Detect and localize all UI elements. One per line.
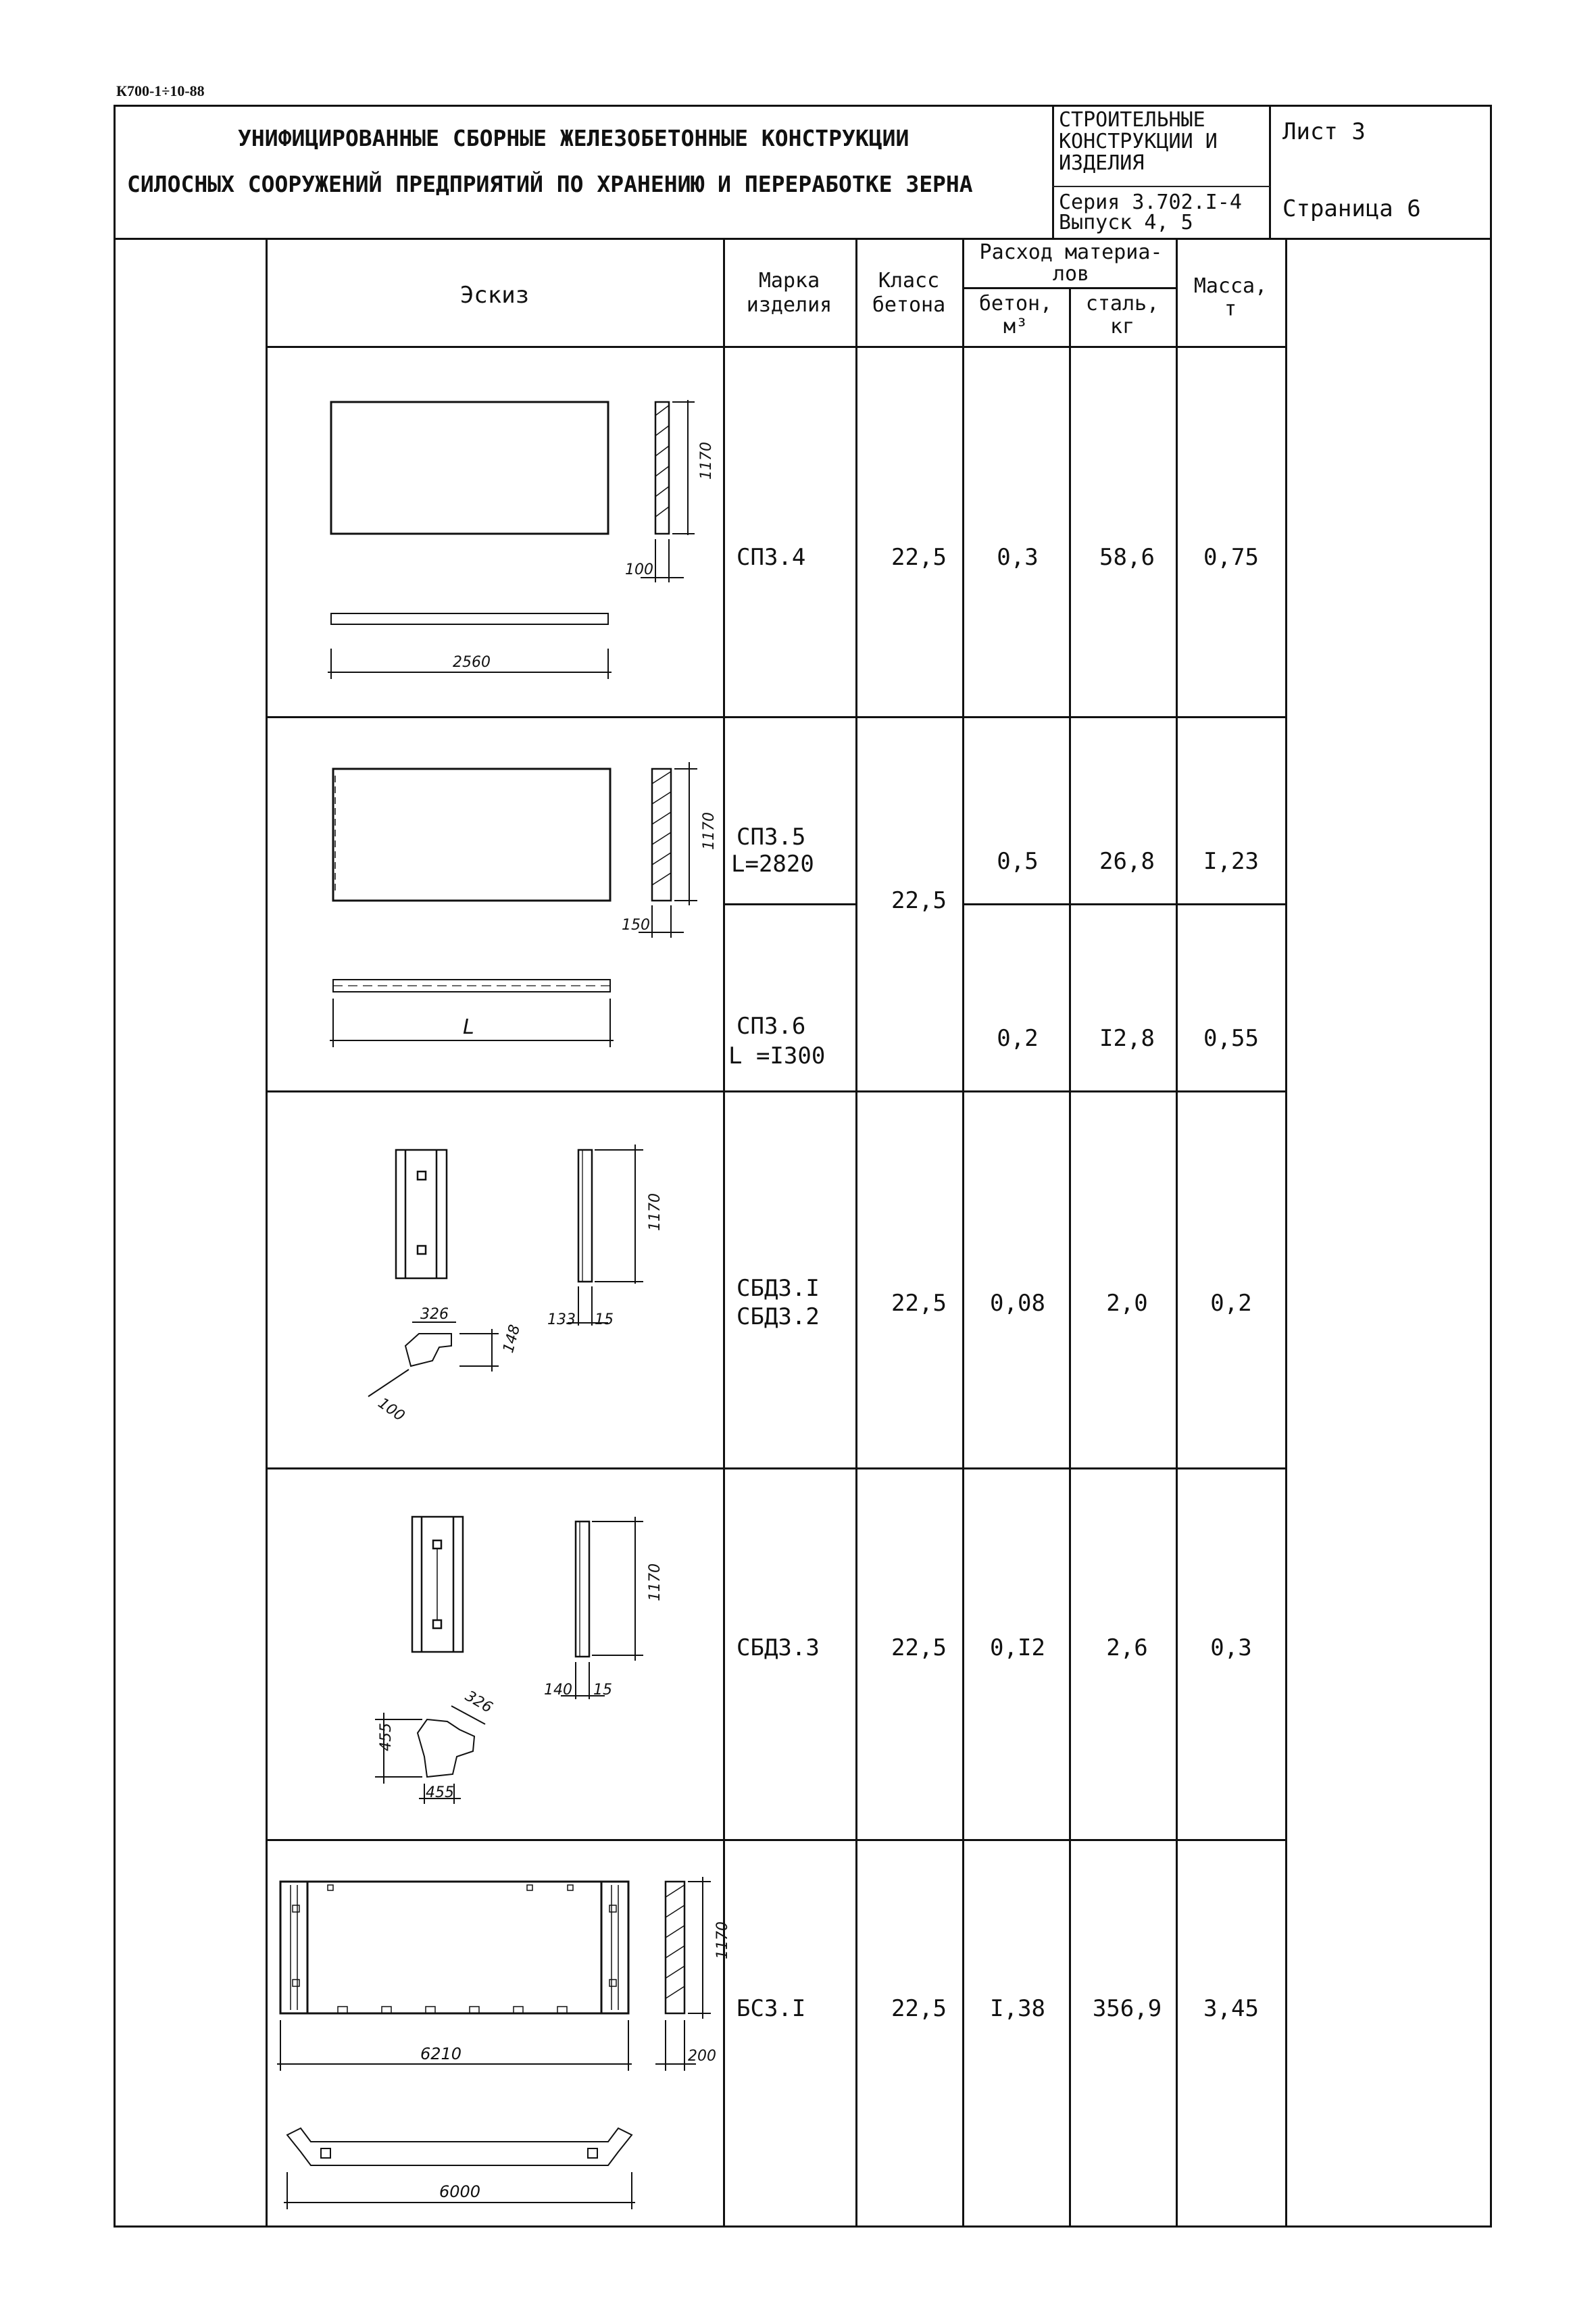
row-mass: 0,2 <box>1210 1290 1252 1317</box>
dim-a: 133 <box>547 1311 576 1328</box>
row-mark: БСЗ.I <box>737 1995 806 2022</box>
category-line-1: СТРОИТЕЛЬНЫЕ <box>1059 108 1205 132</box>
row-mark: СБДЗ.3 <box>737 1634 820 1661</box>
col-class-header-1: Класс <box>878 269 940 293</box>
category-line-3: ИЗДЕЛИЯ <box>1059 151 1145 175</box>
row-steel-mass: 2,0 <box>1106 1290 1148 1317</box>
dim-width: 326 <box>462 1688 495 1717</box>
dim-height: 1170 <box>698 442 715 480</box>
dim-width: 326 <box>420 1306 449 1323</box>
sketch-beam-bs31: 1170 6210 200 6000 <box>270 1844 731 2223</box>
sheet-label: Лист 3 <box>1282 118 1366 145</box>
row-mark: СПЗ.5 <box>737 824 806 851</box>
dim-b: 15 <box>593 1682 612 1699</box>
row-mark-2: СБДЗ.2 <box>737 1303 820 1330</box>
col-mass-header-1: Масса, <box>1193 274 1268 298</box>
dim-thickness: 200 <box>688 2048 716 2065</box>
title-line-2: СИЛОСНЫХ СООРУЖЕНИЙ ПРЕДПРИЯТИЙ ПО ХРАНЕ… <box>127 171 973 197</box>
row-concrete-class: 22,5 <box>891 887 947 914</box>
category-line-2: КОНСТРУКЦИИ И <box>1059 130 1218 153</box>
row-mass: 0,75 <box>1203 544 1259 571</box>
col-mass-header-2: т <box>1224 297 1237 321</box>
row-mass: 0,55 <box>1203 1025 1259 1052</box>
sketch-panel-sp35: 1170 150 L <box>270 722 718 1086</box>
row-concrete-volume: 0,3 <box>997 544 1039 571</box>
dim-length: 2560 <box>453 654 491 671</box>
dim-length: 6210 <box>420 2044 462 2063</box>
dim-a: 140 <box>544 1682 572 1699</box>
col-steel-header-2: кг <box>1109 315 1135 338</box>
dim-bottom: 455 <box>426 1784 454 1801</box>
row-concrete-class: 22,5 <box>891 1290 947 1317</box>
col-consumption-header-1: Расход материа- <box>979 241 1163 264</box>
issue-label: Выпуск 4, 5 <box>1059 211 1193 234</box>
dim-thickness: 150 <box>622 917 650 934</box>
row-concrete-volume: 0,I2 <box>990 1634 1045 1661</box>
row-concrete-volume: I,38 <box>990 1995 1045 2022</box>
row-mass: 3,45 <box>1203 1995 1259 2022</box>
sketch-wall-block-sbd3: 1170 140 15 326 455 455 <box>270 1473 664 1834</box>
col-class-header-2: бетона <box>872 293 946 317</box>
row-steel-mass: I2,8 <box>1099 1025 1155 1052</box>
dim-length: L <box>463 1015 474 1039</box>
row-concrete-class: 22,5 <box>891 544 947 571</box>
row-concrete-volume: 0,08 <box>990 1290 1045 1317</box>
col-mark-header-1: Марка <box>758 269 820 293</box>
row-concrete-volume: 0,5 <box>997 848 1039 875</box>
dim-depth: 148 <box>500 1323 524 1355</box>
row-steel-mass: 26,8 <box>1099 848 1155 875</box>
dim-length-2: 6000 <box>439 2182 480 2201</box>
dim-height: 1170 <box>647 1563 664 1601</box>
series-label: Серия 3.702.I-4 <box>1059 191 1242 214</box>
dim-height: 1170 <box>701 812 718 850</box>
row-mark: СПЗ.4 <box>737 544 806 571</box>
page-label: Страница 6 <box>1282 195 1421 222</box>
dim-thickness: 100 <box>625 561 653 578</box>
title-line-1: УНИФИЦИРОВАННЫЕ СБОРНЫЕ ЖЕЛЕЗОБЕТОННЫЕ К… <box>238 125 909 151</box>
col-sketch-header: Эскиз <box>459 282 530 309</box>
row-concrete-volume: 0,2 <box>997 1025 1039 1052</box>
col-concrete-header-1: бетон, <box>978 292 1053 316</box>
col-concrete-header-2: м³ <box>1003 315 1028 338</box>
row-mark-length: L =I300 <box>728 1042 826 1070</box>
dim-b: 15 <box>595 1311 614 1328</box>
col-mark-header-2: изделия <box>746 293 832 317</box>
row-mark: СБДЗ.I <box>737 1275 820 1302</box>
row-mark-length: L=2820 <box>731 851 814 878</box>
col-steel-header-1: сталь, <box>1085 292 1159 316</box>
dim-height: 1170 <box>647 1193 664 1231</box>
row-steel-mass: 58,6 <box>1099 544 1155 571</box>
document-code: К700-1÷10-88 <box>116 82 205 99</box>
row-steel-mass: 2,6 <box>1106 1634 1148 1661</box>
sketch-wall-block-sbd: 1170 133 15 326 148 100 <box>270 1096 664 1425</box>
sketch-panel-sp34: 1170 100 2560 <box>270 351 715 709</box>
dim-depth: 455 <box>378 1723 395 1751</box>
row-mass: 0,3 <box>1210 1634 1252 1661</box>
row-concrete-class: 22,5 <box>891 1995 947 2022</box>
row-mark: СПЗ.6 <box>737 1013 806 1040</box>
row-mass: I,23 <box>1203 848 1259 875</box>
dim-height: 1170 <box>714 1921 731 1959</box>
col-consumption-header-2: лов <box>1052 262 1090 286</box>
dim-offset: 100 <box>375 1394 408 1425</box>
row-steel-mass: 356,9 <box>1092 1995 1162 2022</box>
row-concrete-class: 22,5 <box>891 1634 947 1661</box>
